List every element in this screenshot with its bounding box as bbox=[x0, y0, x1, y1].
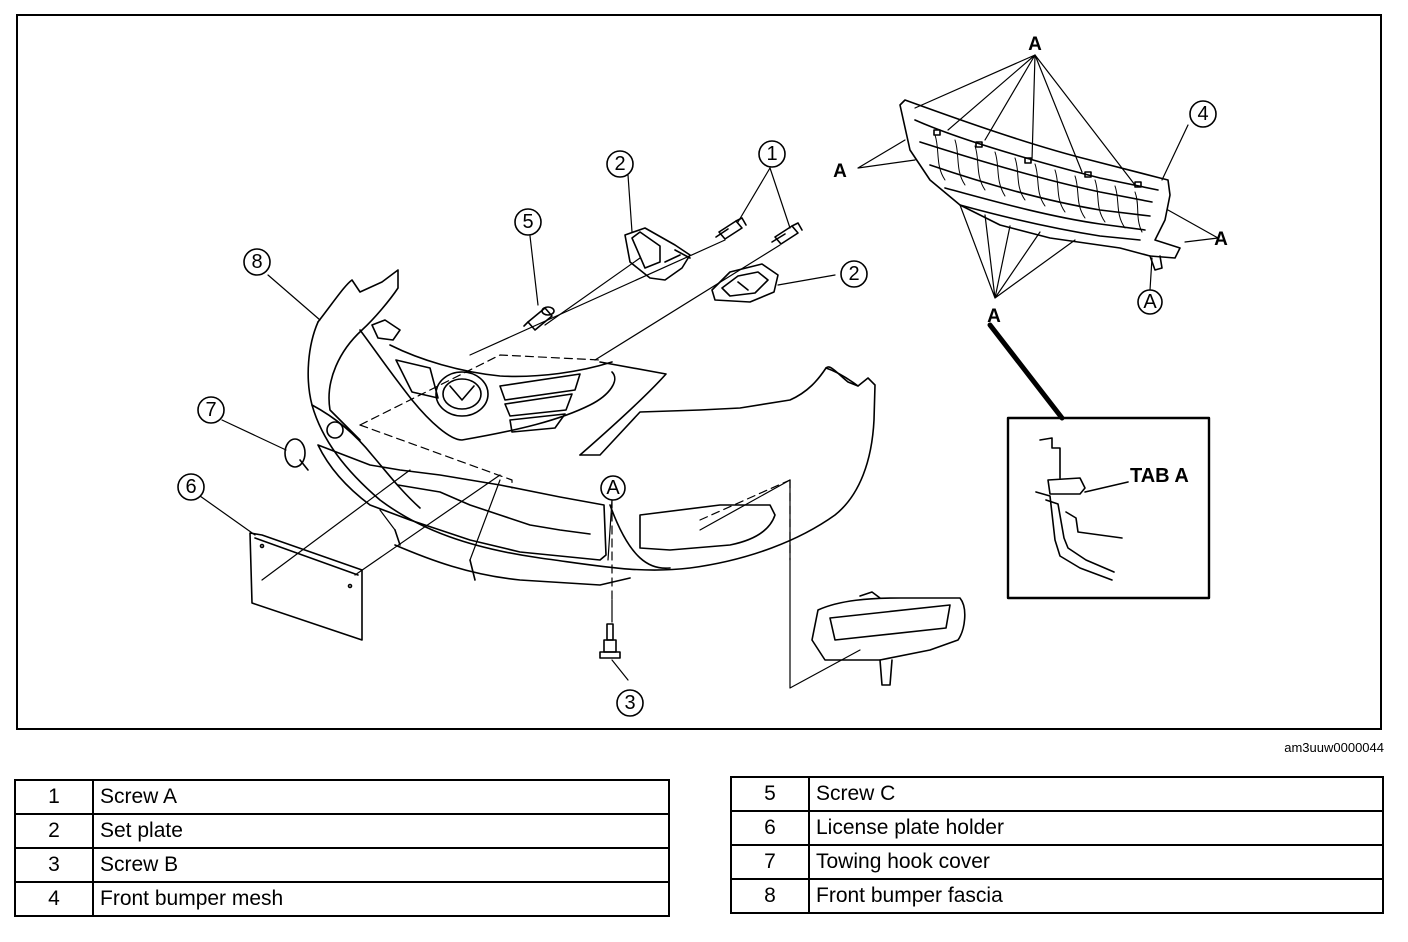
front-bumper-fascia bbox=[307, 269, 876, 586]
leader-lines bbox=[199, 124, 1189, 689]
mesh-tab-leaders bbox=[857, 54, 1219, 299]
legend-part-name: Screw A bbox=[92, 779, 670, 815]
legend-part-name: Front bumper fascia bbox=[808, 878, 1384, 914]
callout-3: 3 bbox=[616, 689, 644, 717]
legend-part-name: Screw C bbox=[808, 776, 1384, 812]
svg-text:7: 7 bbox=[205, 399, 216, 421]
legend-number: 6 bbox=[730, 810, 810, 846]
svg-text:4: 4 bbox=[1197, 103, 1208, 125]
towing-hook-cover bbox=[284, 438, 309, 471]
screw-b bbox=[599, 623, 621, 659]
svg-text:5: 5 bbox=[522, 211, 533, 233]
exploded-diagram-frame bbox=[16, 14, 1382, 730]
bumper-exploded-diagram: A A A A TAB A 1 2 2 3 4 5 6 7 8 A A bbox=[177, 34, 1228, 717]
svg-text:6: 6 bbox=[185, 476, 196, 498]
callout-a-mesh: A bbox=[1137, 289, 1163, 315]
callout-8: 8 bbox=[243, 248, 271, 276]
license-plate-holder bbox=[249, 532, 363, 641]
callout-5: 5 bbox=[514, 208, 542, 236]
mesh-label-a-top: A bbox=[1028, 34, 1042, 55]
legend-number: 7 bbox=[730, 844, 810, 880]
mesh-label-a-right: A bbox=[1214, 229, 1228, 250]
fog-lamp-bezel bbox=[811, 591, 966, 686]
svg-text:3: 3 bbox=[624, 692, 635, 714]
svg-text:8: 8 bbox=[251, 251, 262, 273]
legend-number: 5 bbox=[730, 776, 810, 812]
tab-a-detail bbox=[1006, 416, 1211, 600]
screw-a-left bbox=[715, 217, 747, 240]
legend-number: 2 bbox=[14, 813, 94, 849]
callout-1: 1 bbox=[758, 140, 786, 168]
callout-4: 4 bbox=[1189, 100, 1217, 128]
callout-2-upper: 2 bbox=[606, 150, 634, 178]
svg-text:A: A bbox=[606, 477, 620, 499]
svg-text:A: A bbox=[1143, 291, 1157, 313]
svg-text:1: 1 bbox=[766, 143, 777, 165]
legend-number: 4 bbox=[14, 881, 94, 917]
callout-2-lower: 2 bbox=[840, 260, 868, 288]
callout-a-bumper: A bbox=[600, 475, 626, 501]
tab-a-label: TAB A bbox=[1130, 465, 1189, 487]
legend-number: 1 bbox=[14, 779, 94, 815]
legend-number: 3 bbox=[14, 847, 94, 883]
legend-part-name: License plate holder bbox=[808, 810, 1384, 846]
legend-part-name: Towing hook cover bbox=[808, 844, 1384, 880]
screw-a-right bbox=[771, 222, 803, 245]
legend-part-name: Screw B bbox=[92, 847, 670, 883]
legend-number: 8 bbox=[730, 878, 810, 914]
svg-text:2: 2 bbox=[848, 263, 859, 285]
mesh-label-a-bottom: A bbox=[987, 306, 1001, 327]
dashed-hidden-lines bbox=[359, 354, 791, 601]
mesh-label-a-left: A bbox=[833, 161, 847, 182]
legend-part-name: Set plate bbox=[92, 813, 670, 849]
figure-id: am3uuw0000044 bbox=[1284, 740, 1384, 755]
svg-text:2: 2 bbox=[614, 153, 625, 175]
front-bumper-mesh bbox=[899, 99, 1181, 271]
legend-part-name: Front bumper mesh bbox=[92, 881, 670, 917]
callout-7: 7 bbox=[197, 396, 225, 424]
set-plate-upper bbox=[624, 227, 691, 281]
set-plate-lower bbox=[711, 263, 779, 303]
callout-6: 6 bbox=[177, 473, 205, 501]
